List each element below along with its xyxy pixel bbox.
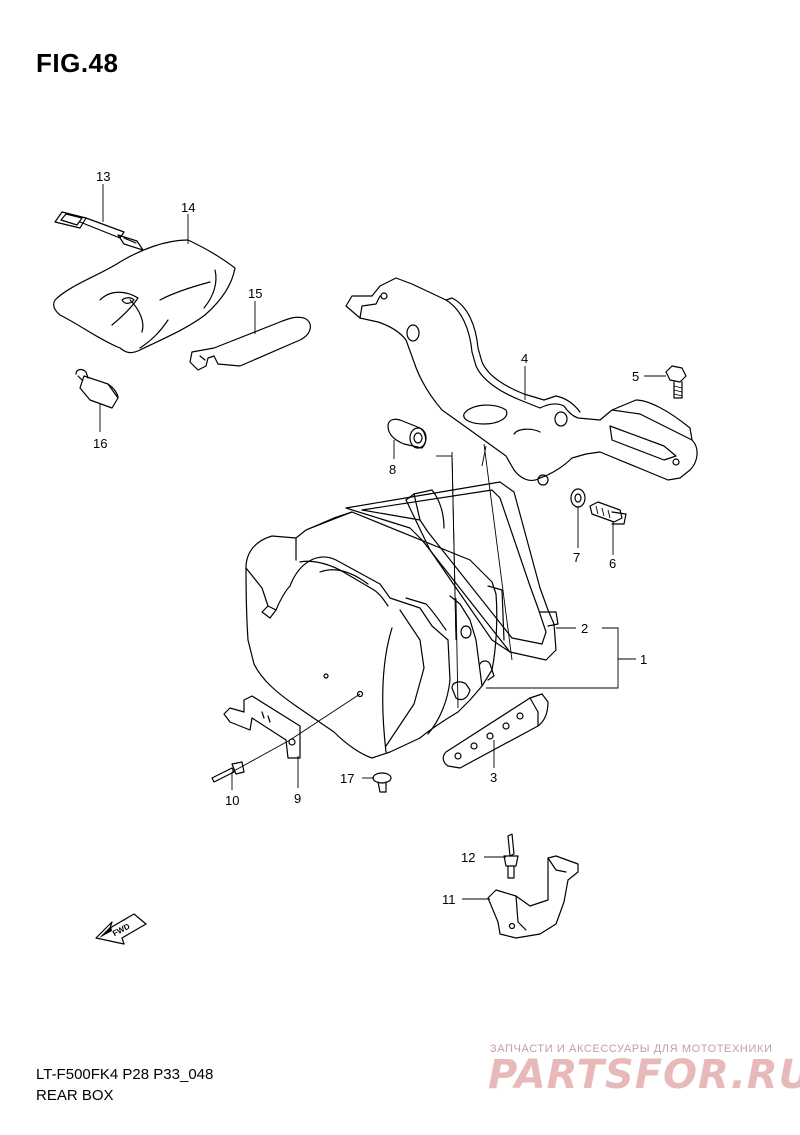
leader-lines bbox=[99, 184, 666, 900]
part-3-plate[interactable] bbox=[442, 693, 549, 769]
callout-15: 15 bbox=[248, 286, 262, 301]
callout-11: 11 bbox=[442, 892, 456, 907]
callout-2: 2 bbox=[581, 621, 588, 636]
callout-1: 1 bbox=[640, 652, 647, 667]
part-6-bolt[interactable] bbox=[589, 501, 627, 525]
part-1-rear-box[interactable] bbox=[245, 511, 505, 759]
part-15-tool[interactable] bbox=[189, 316, 311, 371]
section-name: REAR BOX bbox=[36, 1087, 114, 1104]
part-14-cover-bag[interactable] bbox=[53, 239, 236, 354]
callout-3: 3 bbox=[490, 770, 497, 785]
callout-13: 13 bbox=[96, 169, 110, 184]
callout-5: 5 bbox=[632, 369, 639, 384]
model-code: LT-F500FK4 P28 P33_048 bbox=[36, 1066, 214, 1083]
part-9-bracket[interactable] bbox=[223, 695, 301, 759]
part-16-plug[interactable] bbox=[75, 368, 119, 409]
callout-7: 7 bbox=[573, 550, 580, 565]
part-13-strap[interactable] bbox=[54, 211, 144, 251]
watermark-brand[interactable]: PARTSFOR.RU bbox=[488, 1052, 800, 1098]
callout-14: 14 bbox=[181, 200, 195, 215]
part-2-frame[interactable] bbox=[345, 481, 559, 661]
part-7-washer[interactable] bbox=[570, 488, 586, 508]
callout-4: 4 bbox=[521, 351, 528, 366]
part-11-bracket[interactable] bbox=[487, 855, 579, 939]
callout-17: 17 bbox=[340, 771, 354, 786]
callout-6: 6 bbox=[609, 556, 616, 571]
part-12-screw[interactable] bbox=[503, 833, 519, 879]
callout-12: 12 bbox=[461, 850, 475, 865]
watermark-subtitle: ЗАПЧАСТИ И АКСЕССУАРЫ ДЛЯ МОТОТЕХНИКИ bbox=[490, 1043, 773, 1055]
part-5-bolt[interactable] bbox=[665, 365, 687, 399]
part-4-bracket[interactable] bbox=[345, 277, 698, 486]
figure-title: FIG.48 bbox=[36, 48, 119, 78]
callout-9: 9 bbox=[294, 791, 301, 806]
fwd-direction-arrow: FWD bbox=[95, 913, 147, 945]
callout-10: 10 bbox=[225, 793, 239, 808]
part-17-clip[interactable] bbox=[372, 772, 392, 793]
callout-8: 8 bbox=[389, 462, 396, 477]
callout-16: 16 bbox=[93, 436, 107, 451]
callout-numbers: 13 14 15 16 4 5 8 7 6 2 1 3 17 9 10 12 1… bbox=[93, 169, 647, 907]
part-8-collar[interactable] bbox=[387, 418, 427, 449]
part-10-rivet[interactable] bbox=[211, 761, 245, 783]
